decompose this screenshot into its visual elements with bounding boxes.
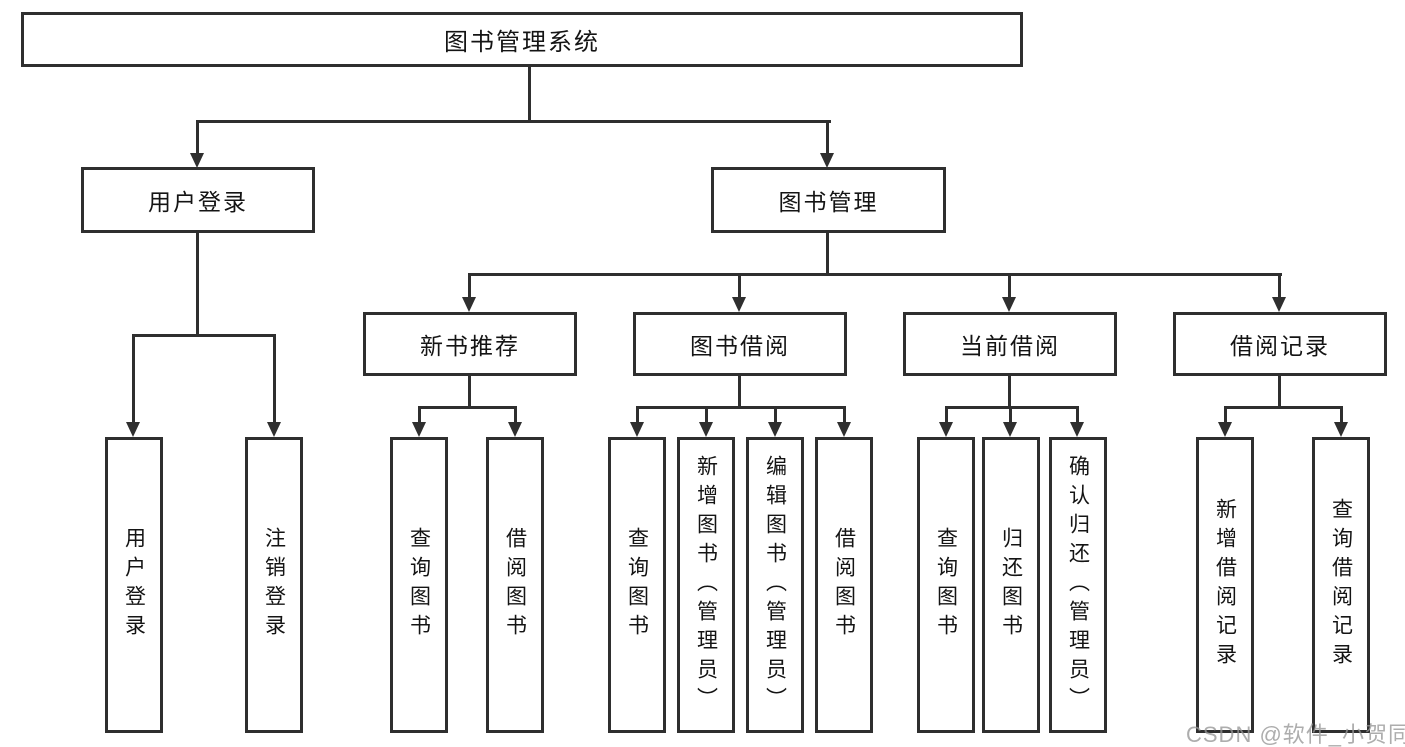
connector-records-fan <box>1224 406 1343 409</box>
node-new-book-rec-label: 新书推荐 <box>420 333 520 359</box>
connector-borrow-fan <box>636 406 845 409</box>
arrowhead-new-book <box>462 297 476 312</box>
connector-stem-new-book <box>468 273 471 300</box>
connector-stem-records <box>1278 273 1281 300</box>
leaf-nb-query-books-label: 查询图书 <box>407 527 431 643</box>
connector-stem-rc2 <box>1340 406 1343 424</box>
leaf-logout-label: 注销登录 <box>262 527 286 643</box>
node-book-mgmt-label: 图书管理 <box>778 189 879 215</box>
leaf-bb-query-books: 查询图书 <box>608 437 666 733</box>
leaf-bb-borrow-books: 借阅图书 <box>815 437 873 733</box>
node-current-borrow: 当前借阅 <box>903 312 1117 376</box>
leaf-bb-borrow-books-label: 借阅图书 <box>832 527 856 643</box>
leaf-rc-query-record: 查询借阅记录 <box>1312 437 1370 733</box>
connector-records-drop <box>1278 376 1281 408</box>
connector-user-login-fan <box>132 334 276 337</box>
connector-stem-user-login <box>196 120 199 155</box>
arrowhead-nb1 <box>412 422 426 437</box>
connector-stem-rc1 <box>1224 406 1227 424</box>
connector-current-drop <box>1008 376 1011 408</box>
leaf-bb-query-books-label: 查询图书 <box>625 527 649 643</box>
connector-user-login-drop <box>196 233 199 336</box>
connector-current-fan <box>945 406 1079 409</box>
connector-stem-cb1 <box>945 406 948 424</box>
arrowhead-user-login <box>190 153 204 168</box>
arrowhead-rc1 <box>1218 422 1232 437</box>
connector-stem-leaf-logout <box>273 334 276 424</box>
connector-stem-bb2 <box>705 406 708 424</box>
leaf-user-login: 用户登录 <box>105 437 163 733</box>
connector-stem-nb2 <box>514 406 517 424</box>
connector-new-book-fan <box>418 406 517 409</box>
arrowhead-bb1 <box>630 422 644 437</box>
arrowhead-bb3 <box>768 422 782 437</box>
leaf-bb-edit-books-admin: 编辑图书（管理员） <box>746 437 804 733</box>
connector-stem-book-mgmt <box>826 120 829 155</box>
leaf-bb-add-books-admin: 新增图书（管理员） <box>677 437 735 733</box>
arrowhead-borrow <box>732 297 746 312</box>
arrowhead-leaf-logout <box>267 422 281 437</box>
node-root-label: 图书管理系统 <box>444 29 600 56</box>
arrowhead-nb2 <box>508 422 522 437</box>
leaf-nb-borrow-books-label: 借阅图书 <box>503 527 527 643</box>
node-new-book-rec: 新书推荐 <box>363 312 577 376</box>
leaf-rc-add-record: 新增借阅记录 <box>1196 437 1254 733</box>
connector-stem-leaf-login <box>132 334 135 424</box>
arrowhead-book-mgmt <box>820 153 834 168</box>
arrowhead-cb2 <box>1003 422 1017 437</box>
node-current-borrow-label: 当前借阅 <box>960 333 1060 359</box>
leaf-cb-return-books: 归还图书 <box>982 437 1040 733</box>
connector-stem-cb2 <box>1009 406 1012 424</box>
arrowhead-leaf-login <box>126 422 140 437</box>
node-borrow-records: 借阅记录 <box>1173 312 1387 376</box>
connector-book-mgmt-drop <box>826 233 829 275</box>
leaf-cb-query-books: 查询图书 <box>917 437 975 733</box>
csdn-watermark: CSDN @软件_小贺同学 <box>1186 722 1405 747</box>
node-root: 图书管理系统 <box>21 12 1023 67</box>
node-book-borrow: 图书借阅 <box>633 312 847 376</box>
arrowhead-current <box>1002 297 1016 312</box>
node-book-borrow-label: 图书借阅 <box>690 333 790 359</box>
arrowhead-rc2 <box>1334 422 1348 437</box>
arrowhead-bb4 <box>837 422 851 437</box>
connector-stem-borrow <box>738 273 741 300</box>
leaf-cb-return-books-label: 归还图书 <box>999 527 1023 643</box>
connector-stem-bb1 <box>636 406 639 424</box>
leaf-bb-edit-books-admin-label: 编辑图书（管理员） <box>763 454 787 716</box>
node-user-login: 用户登录 <box>81 167 315 233</box>
arrowhead-cb1 <box>939 422 953 437</box>
node-borrow-records-label: 借阅记录 <box>1230 333 1330 359</box>
connector-stem-current <box>1008 273 1011 300</box>
leaf-nb-query-books: 查询图书 <box>390 437 448 733</box>
connector-stem-nb1 <box>418 406 421 424</box>
connector-book-mgmt-fan <box>468 273 1282 276</box>
node-book-mgmt: 图书管理 <box>711 167 946 233</box>
connector-borrow-drop <box>738 376 741 408</box>
arrowhead-bb2 <box>699 422 713 437</box>
connector-new-book-drop <box>468 376 471 408</box>
leaf-cb-query-books-label: 查询图书 <box>934 527 958 643</box>
leaf-bb-add-books-admin-label: 新增图书（管理员） <box>694 454 718 716</box>
connector-stem-bb3 <box>774 406 777 424</box>
connector-root-fan <box>196 120 831 123</box>
leaf-rc-query-record-label: 查询借阅记录 <box>1329 498 1353 672</box>
leaf-rc-add-record-label: 新增借阅记录 <box>1213 498 1237 672</box>
leaf-user-login-label: 用户登录 <box>122 527 146 643</box>
leaf-cb-confirm-return-admin-label: 确认归还（管理员） <box>1066 454 1090 716</box>
leaf-nb-borrow-books: 借阅图书 <box>486 437 544 733</box>
arrowhead-cb3 <box>1070 422 1084 437</box>
arrowhead-records <box>1272 297 1286 312</box>
leaf-cb-confirm-return-admin: 确认归还（管理员） <box>1049 437 1107 733</box>
connector-root-drop <box>528 66 531 122</box>
connector-stem-bb4 <box>843 406 846 424</box>
connector-stem-cb3 <box>1076 406 1079 424</box>
leaf-logout: 注销登录 <box>245 437 303 733</box>
node-user-login-label: 用户登录 <box>148 189 248 215</box>
